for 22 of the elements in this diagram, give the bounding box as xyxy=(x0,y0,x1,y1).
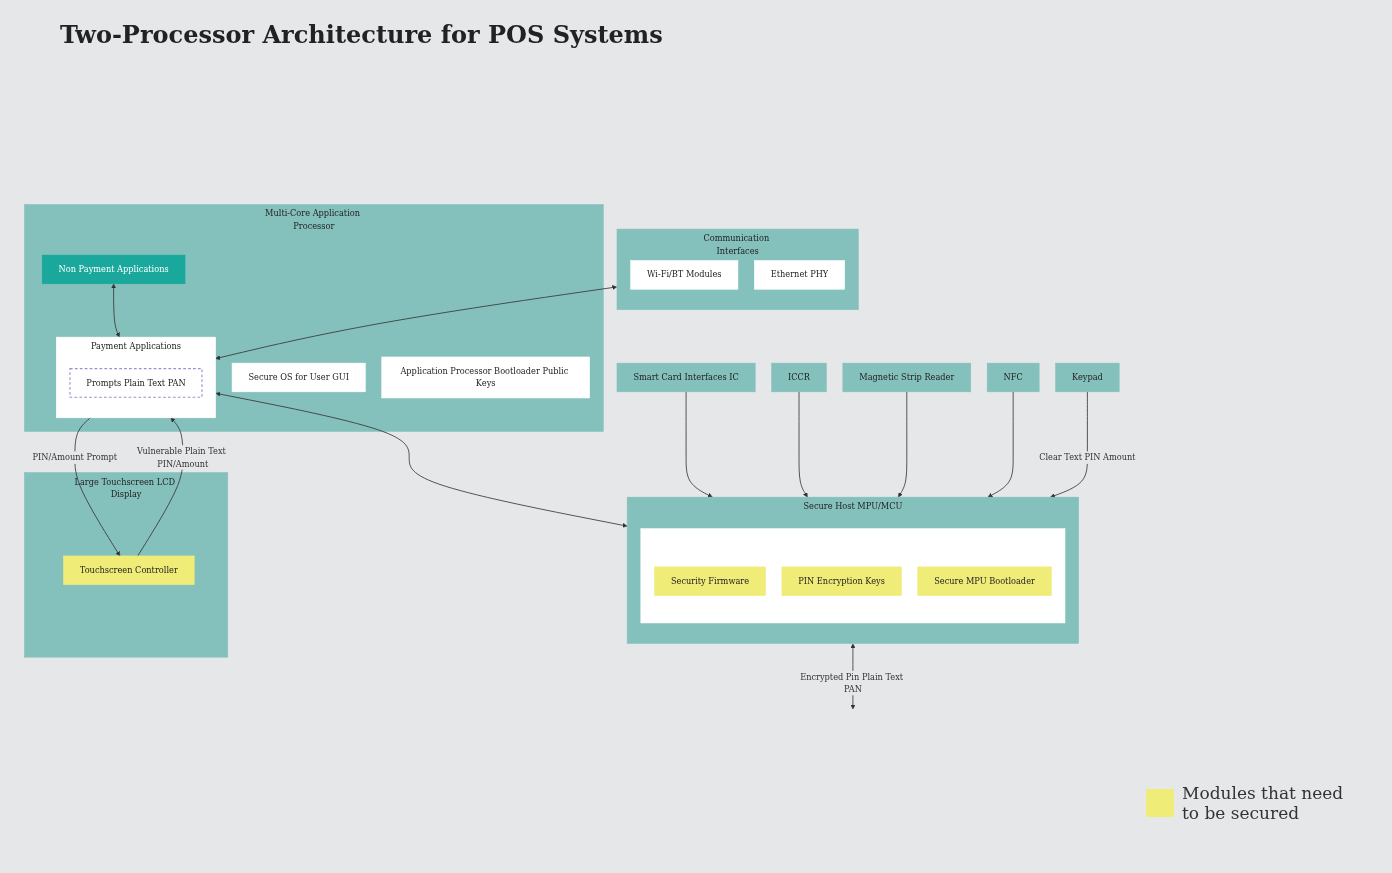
node-box: Secure MPU Bootloader xyxy=(917,566,1052,596)
edge-label: PIN/Amount Prompt xyxy=(32,452,118,463)
edge-label: Encrypted Pin Plain Text PAN xyxy=(800,671,904,695)
node-box: Security Firmware xyxy=(654,566,766,596)
node-box: Smart Card Interfaces IC xyxy=(616,362,756,393)
diagram-title: Two-Processor Architecture for POS Systems xyxy=(60,20,663,49)
node-box: Application Processor Bootloader Public Keys xyxy=(381,356,590,399)
node-box: Ethernet PHY xyxy=(754,260,845,290)
node-box: Wi-Fi/BT Modules xyxy=(630,260,739,290)
node-box: Secure OS for User GUI xyxy=(231,362,366,393)
cluster xyxy=(640,528,1066,624)
node-box: Prompts Plain Text PAN xyxy=(69,368,203,398)
node-box: Touchscreen Controller xyxy=(63,555,195,585)
node-box: Non Payment Applications xyxy=(41,254,186,285)
edge-label: Clear Text PIN Amount xyxy=(1039,452,1136,463)
node-box: NFC xyxy=(986,362,1040,393)
node-box: PIN Encryption Keys xyxy=(781,566,902,596)
edge-label: Vulnerable Plain Text PIN/Amount xyxy=(137,446,226,469)
node-box: Magnetic Strip Reader xyxy=(842,362,972,393)
node-box: ICCR xyxy=(771,362,827,393)
legend-text: Modules that need to be secured xyxy=(1182,783,1345,823)
node-box: Keypad xyxy=(1055,362,1120,393)
